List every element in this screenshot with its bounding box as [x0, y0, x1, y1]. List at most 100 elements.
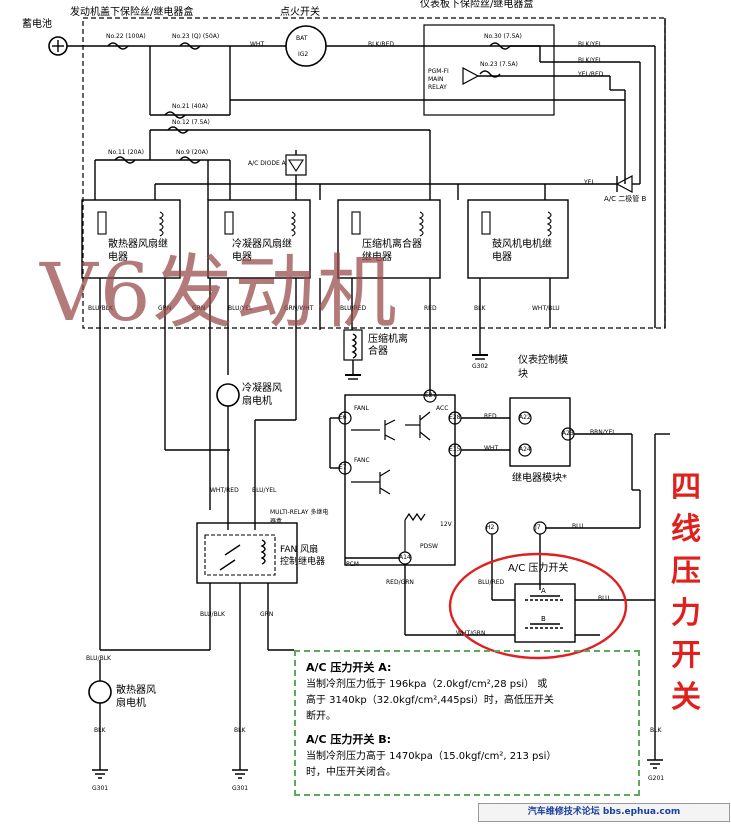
- red-highlight-ellipse: [448, 552, 628, 660]
- wire-grn-3: GRN: [260, 611, 274, 618]
- switch-b-label: B: [541, 615, 546, 623]
- pin-a23: A23: [562, 430, 574, 437]
- pin-e6: E6: [339, 414, 347, 421]
- wire-wht-grn: WHT/GRN: [456, 630, 486, 637]
- wire-blu-red-2: BLU/RED: [478, 579, 505, 586]
- pin-acc: ACC: [436, 405, 449, 412]
- wire-yel: YEL: [584, 179, 595, 186]
- ac-switch-label: A/C 压力开关: [508, 563, 569, 574]
- wire-blk-yel-2: BLK/YEL: [578, 57, 603, 64]
- ground-g302: G302: [472, 363, 489, 370]
- note-line-2: 高于 3140kp（32.0kgf/cm²,445psi）时，高低压开关: [306, 695, 554, 706]
- pin-a14: A14: [399, 554, 411, 561]
- fuse-no22: No.22 (100A): [106, 33, 146, 40]
- ground-g301-b: G301: [232, 785, 249, 792]
- note-line-1: 当制冷剂压力低于 196kpa（2.0kgf/cm²,28 psi） 或: [306, 679, 548, 690]
- relay-module-box: [509, 397, 571, 467]
- wire-pcm: PCM: [346, 561, 359, 568]
- fuse-no23: No.23 (7.5A): [480, 61, 518, 68]
- relay-label-1: 散热器风扇继电器: [108, 239, 168, 263]
- footer-forum-link[interactable]: 汽车维修技术论坛 bbs.ephua.com: [478, 803, 730, 822]
- pin-fanc: FANC: [354, 457, 370, 464]
- pin-e7: E7: [339, 464, 347, 471]
- radiator-fan-motor-symbol: [88, 680, 112, 704]
- fuse-no30: No.30 (7.5A): [484, 33, 522, 40]
- note-heading-a: A/C 压力开关 A:: [306, 661, 392, 674]
- ground-g201: G201: [648, 775, 665, 782]
- multi-relay-box: [196, 522, 298, 584]
- wire-wht-2: WHT: [484, 445, 499, 452]
- relay-box-3: [337, 199, 441, 279]
- wire-blu-blk-2: BLU/BLK: [86, 655, 111, 662]
- note-box: A/C 压力开关 A: 当制冷剂压力低于 196kpa（2.0kgf/cm²,2…: [294, 650, 640, 796]
- radiator-motor-label: 散热器风扇电机: [116, 685, 156, 709]
- wire-grn-1: GRN: [158, 305, 172, 312]
- wire-blk-yel: BLK/YEL: [578, 41, 603, 48]
- wire-blk-red: BLK/RED: [368, 41, 394, 48]
- diode-b-label: A/C 二极管 B: [604, 195, 647, 203]
- wire-wht-red: WHT/RED: [210, 487, 239, 494]
- wire-blk-3: BLK: [234, 727, 246, 734]
- wire-yel-red: YEL/RED: [578, 71, 604, 78]
- ground-g301-a: G301: [92, 785, 109, 792]
- pin-a24: A24: [519, 446, 531, 453]
- fan-ctrl-label: FAN 风扇控制继电器: [280, 545, 326, 567]
- relay-label-3: 压缩机离合器继电器: [362, 239, 422, 263]
- dash-title: 仪表板下保险丝/继电器盒: [420, 0, 534, 10]
- fuse-no21: No.21 (40A): [172, 103, 208, 110]
- wire-pdsw: PDSW: [420, 543, 438, 550]
- ign-bat: BAT: [296, 35, 308, 42]
- relay-label-2: 冷凝器风扇继电器: [232, 239, 292, 263]
- note-heading-b: A/C 压力开关 B:: [306, 733, 392, 746]
- wire-wht-blu: WHT/BLU: [532, 305, 560, 312]
- wire-red-2: RED: [484, 413, 497, 420]
- wire-blu-red: BLU/RED: [340, 305, 367, 312]
- ecm-box: [344, 394, 456, 566]
- pin-e28: E28: [449, 414, 461, 421]
- switch-a-label: A: [541, 587, 546, 595]
- wire-red: RED: [424, 305, 437, 312]
- wire-12v: 12V: [440, 521, 452, 528]
- clutch-label: 压缩机离合器: [368, 334, 408, 357]
- fuse-no12: No.12 (7.5A): [172, 119, 210, 126]
- wire-blu: BLU: [598, 595, 610, 602]
- ecm-title: 仪表控制模块: [518, 355, 568, 380]
- watermark-text: V6发动机: [40, 246, 399, 339]
- note-line-4: 当制冷剂压力高于 1470kpa（15.0kgf/cm², 213 psi）: [306, 751, 557, 762]
- relay-box-1: [81, 199, 181, 279]
- wire-blu-blk-3: BLU/BLK: [200, 611, 225, 618]
- wire-brn-yel: BRN/YEL: [590, 429, 616, 436]
- multi-relay-label: MULTI-RELAY 多继电器盒: [270, 509, 329, 525]
- note-line-3: 断开。: [306, 711, 336, 722]
- fuse-no11: No.11 (20A): [108, 149, 144, 156]
- underhood-title: 发动机盖下保险丝/继电器盒: [70, 7, 194, 18]
- wire-blk-2: BLK: [94, 727, 106, 734]
- wire-blk-4: BLK: [650, 727, 662, 734]
- wire-blu-yel-2: BLU/YEL: [252, 487, 277, 494]
- wire-grn-2: GRN: [192, 305, 206, 312]
- diode-a-label: A/C DIODE A: [248, 160, 286, 167]
- ac-pressure-switch-box: [514, 583, 576, 643]
- relay-label-4: 鼓风机电机继电器: [492, 239, 552, 263]
- wire-red-grn: RED/GRN: [386, 579, 414, 586]
- note-line-5: 时，中压开关闭合。: [306, 767, 396, 778]
- wire-grn-wht: GRN/WHT: [284, 305, 314, 312]
- fuse-no23q: No.23 (Q) (50A): [172, 33, 220, 40]
- pin-j7: J7: [535, 524, 541, 531]
- pin-a22: A22: [519, 414, 531, 421]
- ign-ig2: IG2: [298, 51, 309, 58]
- condenser-fan-motor-symbol: [216, 383, 240, 407]
- relay-module-label: 继电器模块*: [512, 473, 567, 484]
- wire-blu-2: BLU: [572, 523, 584, 530]
- red-annotation: 四线压力开关: [671, 470, 701, 715]
- pin-e27: E27: [425, 392, 437, 399]
- wire-blk: BLK: [474, 305, 486, 312]
- ignition-switch-symbol: [285, 25, 327, 67]
- dash-fuse-box: [423, 24, 555, 116]
- wire-wht: WHT: [250, 41, 265, 48]
- condenser-motor-label: 冷凝器风扇电机: [242, 383, 282, 407]
- relay-box-2: [207, 199, 311, 279]
- pin-fanl: FANL: [354, 405, 369, 412]
- battery-label: 蓄电池: [22, 19, 52, 30]
